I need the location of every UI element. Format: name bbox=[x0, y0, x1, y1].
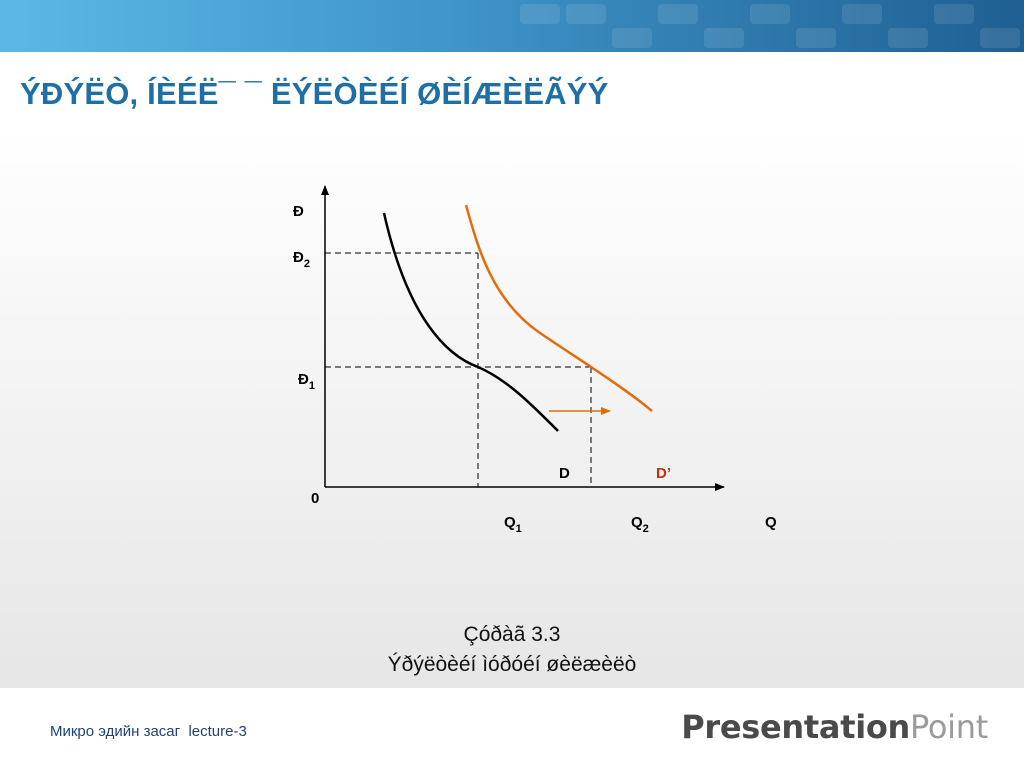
caption-title: Ýðýëòèéí ìóðóéí øèëæèëò bbox=[387, 653, 637, 676]
footer-band bbox=[0, 688, 1024, 768]
price-level-p1: Ð1 bbox=[298, 371, 315, 392]
demand-curve-d-prime bbox=[464, 204, 653, 412]
logo-bold-part: Presentation bbox=[681, 708, 911, 746]
x-axis-label: Q bbox=[765, 514, 777, 531]
slide-title: ÝÐÝËÒ, ÍÈÉË¯ ¯ ËÝËÒÈÉÍ ØÈÍÆÈËÃÝÝ bbox=[20, 76, 609, 111]
header-band bbox=[0, 0, 1024, 52]
y-axis-label: Ð bbox=[293, 203, 304, 220]
slide-body bbox=[0, 52, 1024, 688]
figure-caption: Çóðàã 3.3 Ýðýëòèéí ìóðóéí øèëæèëò bbox=[0, 620, 1024, 680]
caption-figure-number: Çóðàã 3.3 bbox=[463, 623, 561, 646]
footer-text: Микро эдийн засаг lecture-3 bbox=[50, 723, 247, 740]
demand-curve-d bbox=[382, 212, 559, 432]
quantity-level-q2: Q2 bbox=[631, 514, 649, 535]
curve-label-d-prime: D’ bbox=[656, 465, 671, 482]
quantity-level-q1: Q1 bbox=[504, 514, 522, 535]
logo-light-part: Point bbox=[910, 708, 988, 746]
presentationpoint-logo: PresentationPoint bbox=[681, 708, 988, 746]
origin-label: 0 bbox=[311, 490, 319, 507]
price-level-p2: Ð2 bbox=[293, 249, 310, 270]
curve-label-d: D bbox=[559, 465, 570, 482]
